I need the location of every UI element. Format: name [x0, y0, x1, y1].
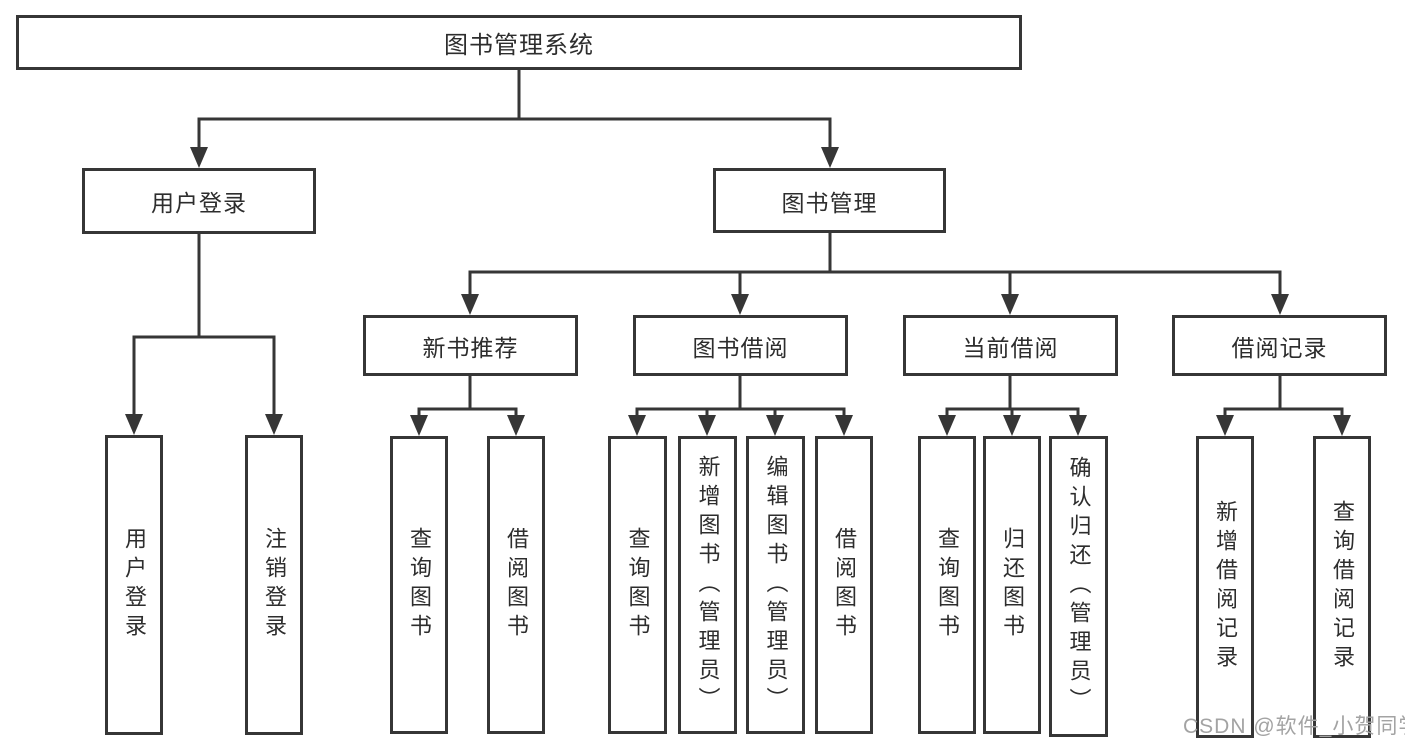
node-user-login-label: 用户登录: [151, 190, 247, 216]
node-root: 图书管理系统: [16, 15, 1022, 70]
node-book-mgmt-label: 图书管理: [781, 189, 878, 216]
leaf-br-add-record-label: 新增借阅记录: [1213, 500, 1238, 674]
leaf-br-add-record: 新增借阅记录: [1196, 436, 1254, 738]
node-user-login: 用户登录: [82, 168, 316, 234]
leaf-cb-confirm-return-admin: 确认归还（管理员）: [1049, 436, 1108, 737]
leaf-cb-return-books: 归还图书: [983, 436, 1041, 734]
leaf-br-query-record-label: 查询借阅记录: [1330, 500, 1355, 674]
leaf-bb-borrow-books-label: 借阅图书: [832, 527, 857, 643]
node-book-borrow-label: 图书借阅: [692, 334, 789, 361]
leaf-cb-query-books: 查询图书: [918, 436, 976, 734]
leaf-logout: 注销登录: [245, 435, 303, 735]
leaf-br-query-record: 查询借阅记录: [1313, 436, 1371, 738]
node-new-books: 新书推荐: [363, 315, 578, 376]
node-root-label: 图书管理系统: [444, 32, 594, 59]
leaf-nb-query-books-label: 查询图书: [407, 527, 432, 643]
node-current-borrow-label: 当前借阅: [962, 334, 1059, 361]
leaf-cb-return-books-label: 归还图书: [1000, 527, 1025, 643]
leaf-nb-query-books: 查询图书: [390, 436, 448, 734]
leaf-bb-edit-books-admin-label: 编辑图书（管理员）: [763, 454, 789, 716]
leaf-logout-label: 注销登录: [262, 527, 287, 643]
leaf-bb-add-books-admin: 新增图书（管理员）: [678, 436, 737, 734]
leaf-bb-query-books-label: 查询图书: [625, 527, 651, 643]
leaf-nb-borrow-books-label: 借阅图书: [504, 527, 529, 643]
leaf-bb-borrow-books: 借阅图书: [815, 436, 873, 734]
node-book-mgmt: 图书管理: [713, 168, 946, 233]
leaf-bb-query-books: 查询图书: [608, 436, 667, 734]
node-borrow-records-label: 借阅记录: [1231, 334, 1328, 361]
node-borrow-records: 借阅记录: [1172, 315, 1387, 376]
leaf-user-login-label: 用户登录: [122, 527, 147, 643]
node-book-borrow: 图书借阅: [633, 315, 848, 376]
leaf-cb-confirm-return-admin-label: 确认归还（管理员）: [1066, 456, 1092, 717]
leaf-user-login: 用户登录: [105, 435, 163, 735]
node-current-borrow: 当前借阅: [903, 315, 1118, 376]
node-new-books-label: 新书推荐: [422, 334, 519, 361]
watermark-text: CSDN @软件_小贺同学: [1183, 715, 1405, 738]
leaf-cb-query-books-label: 查询图书: [935, 527, 960, 643]
leaf-bb-edit-books-admin: 编辑图书（管理员）: [746, 436, 805, 734]
leaf-bb-add-books-admin-label: 新增图书（管理员）: [695, 454, 721, 716]
leaf-nb-borrow-books: 借阅图书: [487, 436, 545, 734]
